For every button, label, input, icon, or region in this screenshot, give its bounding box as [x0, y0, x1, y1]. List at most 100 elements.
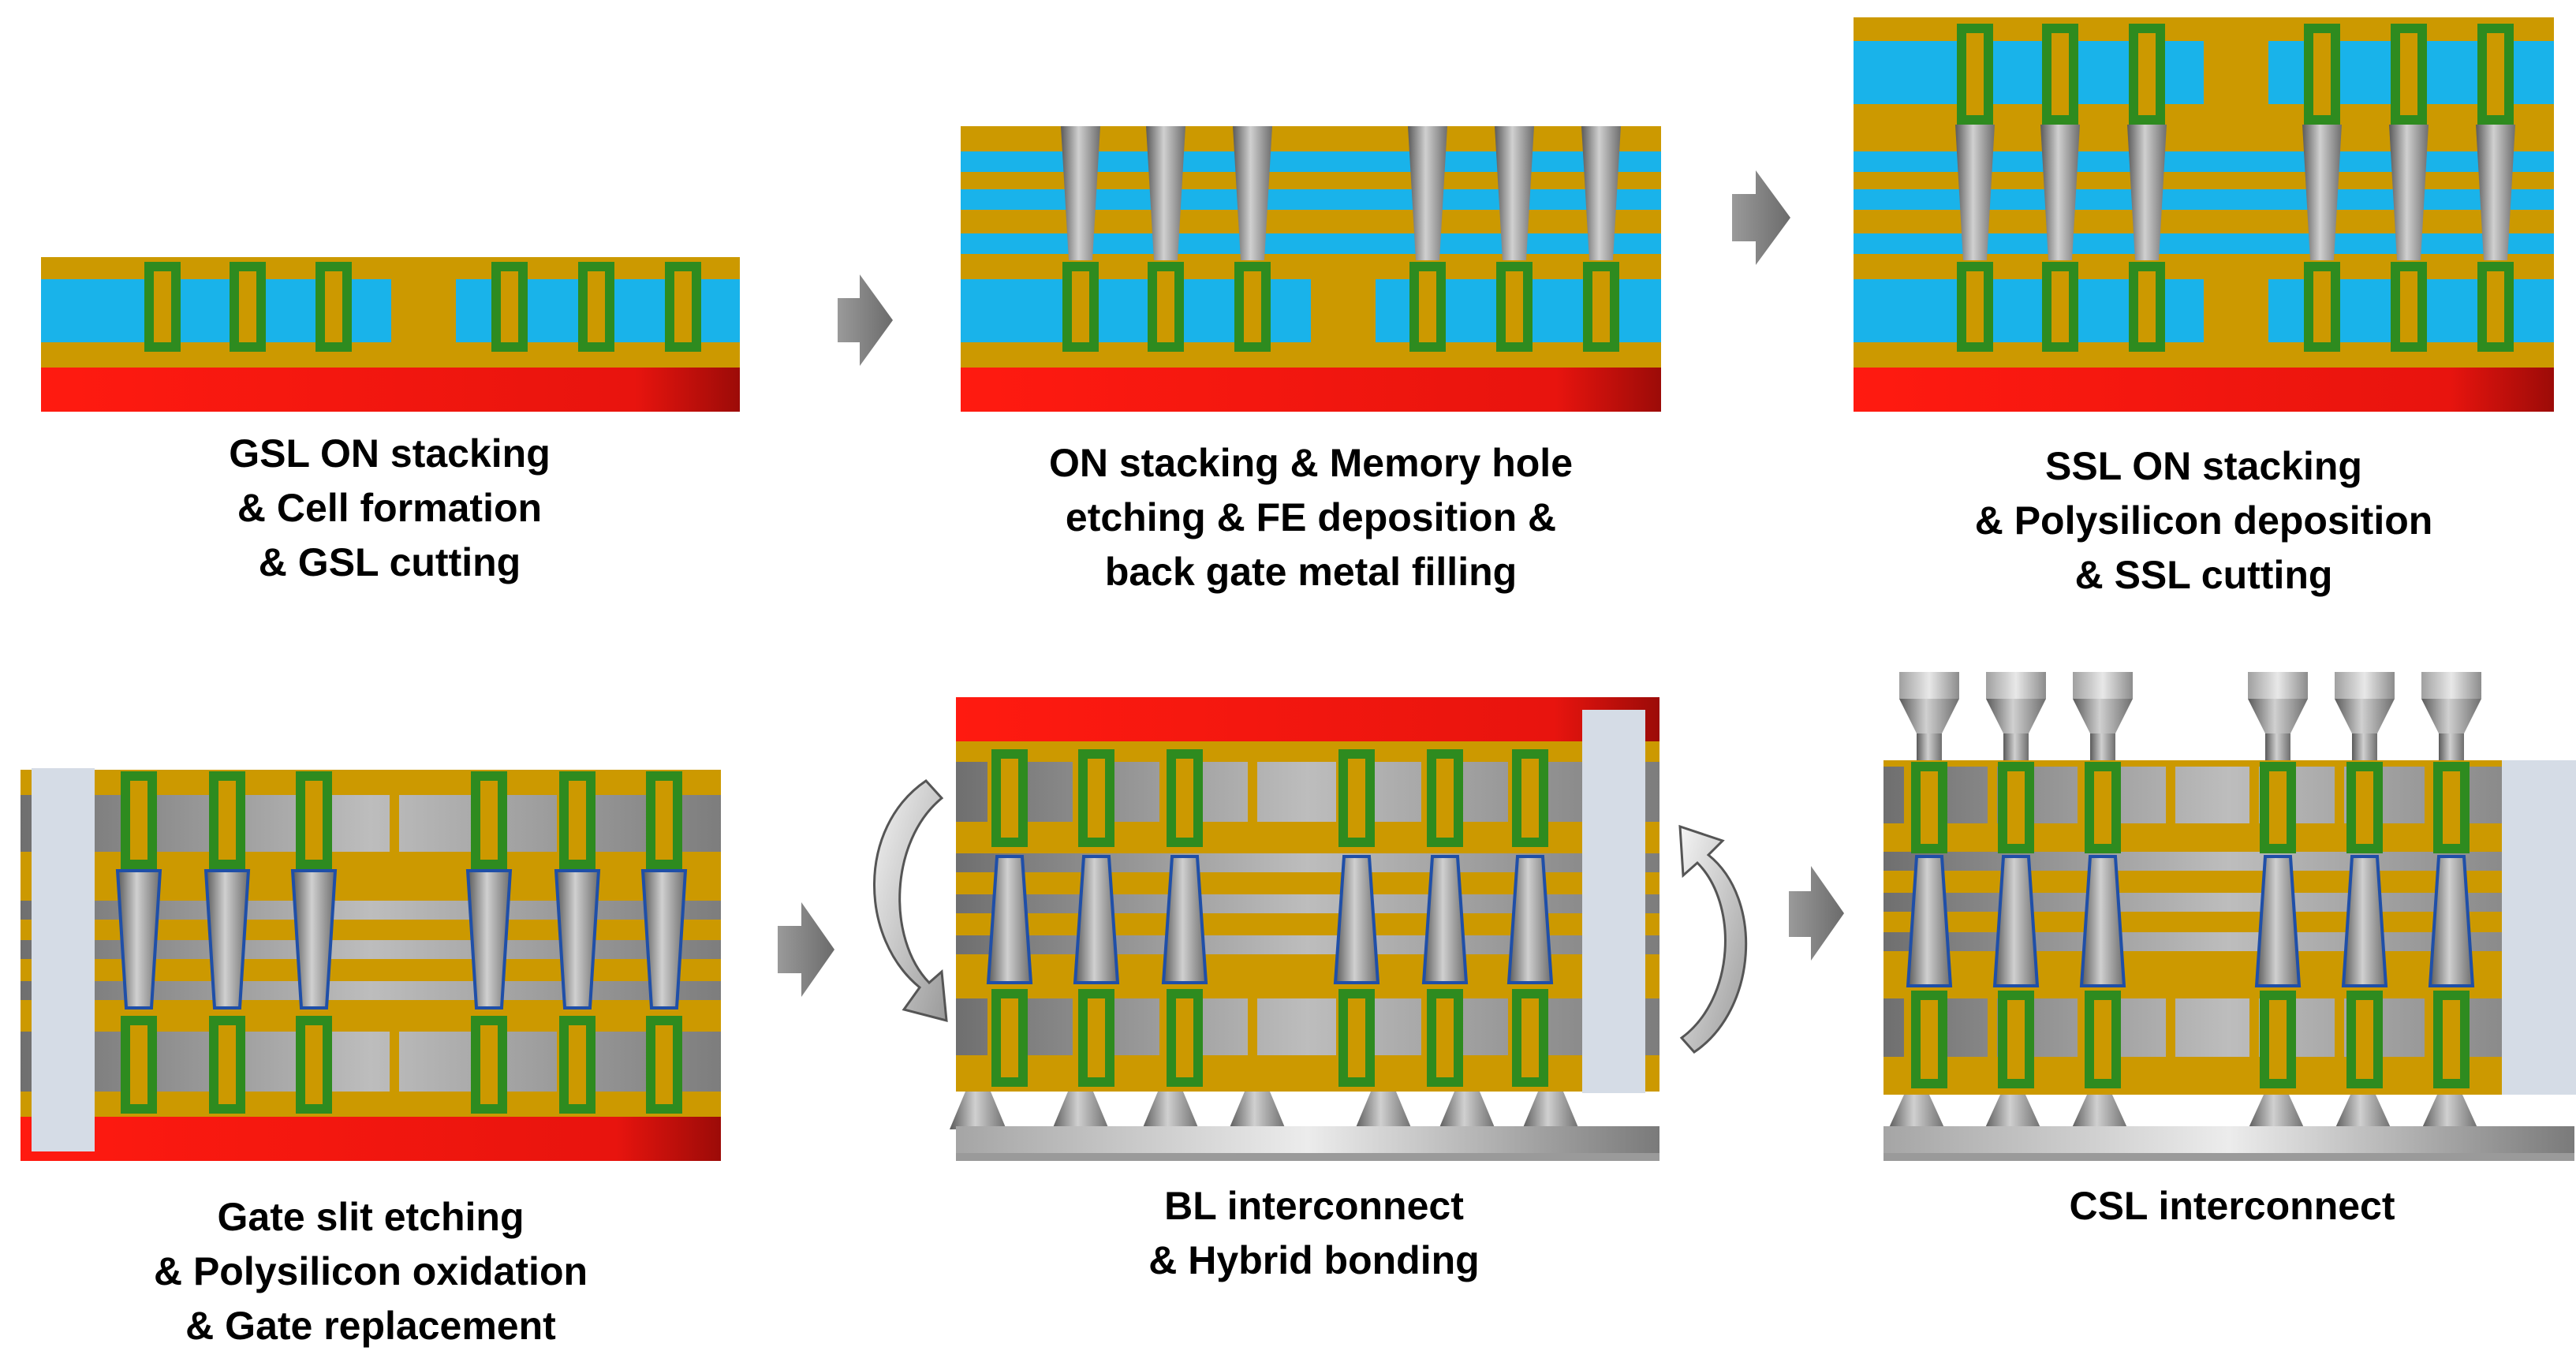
- cell-row: [991, 749, 1548, 847]
- csl-contact-cap: [2248, 672, 2308, 699]
- cell-core: [325, 271, 342, 342]
- gate-bar: [1883, 998, 2574, 1057]
- caption-line: etching & FE deposition &: [1066, 495, 1556, 539]
- memory-hole: [2389, 125, 2429, 260]
- on-stacking-panel: [961, 126, 1661, 412]
- oxide-spacer: [2249, 998, 2259, 1057]
- memory-hole: [1906, 855, 1953, 987]
- process-arrow-4: [1789, 866, 1844, 961]
- caption-line: CSL interconnect: [2069, 1184, 2395, 1228]
- process-arrow-2: [1732, 170, 1790, 265]
- process-arrow-1: [838, 274, 893, 366]
- gate-slit-panel: [21, 768, 721, 1161]
- bl-pillar: [1229, 1092, 1286, 1129]
- oxide-spacer-row: [1904, 767, 2434, 1057]
- substrate: [21, 1117, 721, 1161]
- cell-core: [305, 1025, 323, 1104]
- memory-hole: [2476, 125, 2515, 260]
- bl-pillar: [2248, 1095, 2305, 1129]
- csl-contact-stem: [2265, 733, 2290, 762]
- cell-core: [655, 781, 673, 860]
- caption-line: & Polysilicon oxidation: [154, 1249, 588, 1293]
- oxide-spacer: [2335, 998, 2344, 1057]
- csl-contact-cap: [2073, 672, 2133, 699]
- cell-row: [121, 1016, 682, 1114]
- cell-core: [2007, 1000, 2025, 1079]
- oxide-spacer: [2335, 767, 2344, 823]
- cell-core: [2400, 33, 2417, 115]
- caption-line: & Cell formation: [237, 486, 542, 530]
- cell-core: [154, 271, 171, 342]
- memory-hole-row: [986, 855, 1554, 984]
- gate-slit: [1582, 710, 1645, 1093]
- cell-core: [239, 271, 256, 342]
- memory-hole: [203, 869, 251, 1010]
- oxide-spacer: [1248, 762, 1257, 822]
- oxide-spacer: [1248, 998, 1257, 1055]
- cell-core: [2269, 1000, 2287, 1079]
- cell-core: [1001, 998, 1018, 1077]
- nitride-layer: [1854, 189, 2554, 210]
- caption-line: & GSL cutting: [259, 540, 521, 584]
- gate-slit-caption: Gate slit etching & Polysilicon oxidation…: [154, 1195, 588, 1348]
- cell-core: [588, 271, 605, 342]
- memory-hole: [1061, 126, 1100, 260]
- caption-line: BL interconnect: [1164, 1184, 1464, 1228]
- flip-arrow-left: [873, 779, 948, 1022]
- cell-core: [1436, 998, 1454, 1077]
- cell-core: [1966, 33, 1984, 115]
- cell-core: [1244, 271, 1261, 342]
- bl-pad: [956, 1126, 1659, 1153]
- memory-hole: [1233, 126, 1272, 260]
- bl-pillar: [1142, 1092, 1199, 1129]
- oxide-spacer: [2425, 767, 2434, 823]
- cell-row: [1062, 262, 1619, 352]
- oxide-spacer: [2425, 998, 2434, 1057]
- cell-core: [1921, 771, 1938, 844]
- gsl-caption: GSL ON stacking & Cell formation & GSL cut…: [229, 431, 551, 584]
- cell-core: [1001, 759, 1018, 838]
- memory-hole: [1146, 126, 1185, 260]
- cell-core: [1157, 271, 1174, 342]
- substrate: [961, 368, 1661, 412]
- gate-bar: [1883, 767, 2574, 823]
- bl-pad: [956, 1153, 1659, 1161]
- cell-core: [2051, 271, 2069, 342]
- memory-hole: [2254, 855, 2302, 987]
- cell-core: [1521, 998, 1539, 1077]
- cell-row: [1911, 762, 2470, 853]
- cell-core: [2443, 771, 2460, 844]
- cell-core: [1176, 998, 1193, 1077]
- cell-core: [569, 1025, 586, 1104]
- memory-hole: [2040, 125, 2080, 260]
- csl-contact-stem: [2439, 733, 2464, 762]
- substrate: [41, 368, 740, 412]
- csl-contact-stem: [2090, 733, 2115, 762]
- flip-arrow-right: [1678, 824, 1748, 1054]
- csl-contact-stem: [2003, 733, 2029, 762]
- cell-row: [991, 989, 1548, 1087]
- cell-core: [2487, 33, 2504, 115]
- ssl-caption: SSL ON stacking& Polysilicon deposition&…: [1975, 444, 2433, 597]
- cell-core: [1088, 759, 1105, 838]
- cell-core: [1921, 1000, 1938, 1079]
- cell-core: [130, 781, 147, 860]
- cell-core: [2051, 33, 2069, 115]
- memory-hole: [1073, 855, 1120, 984]
- cell-core: [1436, 759, 1454, 838]
- csl-contact: [1986, 699, 2046, 733]
- bl-pillar: [1984, 1095, 2041, 1129]
- cell-row: [144, 262, 701, 352]
- bl-interconnect-panel: [950, 697, 1659, 1161]
- memory-hole: [554, 869, 601, 1010]
- caption-line: Gate slit etching: [218, 1195, 525, 1239]
- substrate: [1854, 368, 2554, 412]
- nitride-layer: [961, 233, 1661, 254]
- bl-pillar: [2335, 1095, 2391, 1129]
- cell-core: [1419, 271, 1436, 342]
- cell-row: [1911, 991, 2470, 1088]
- memory-hole: [1581, 126, 1621, 260]
- caption-line: GSL ON stacking: [229, 431, 551, 476]
- cell-core: [569, 781, 586, 860]
- caption-line: back gate metal filling: [1105, 550, 1517, 594]
